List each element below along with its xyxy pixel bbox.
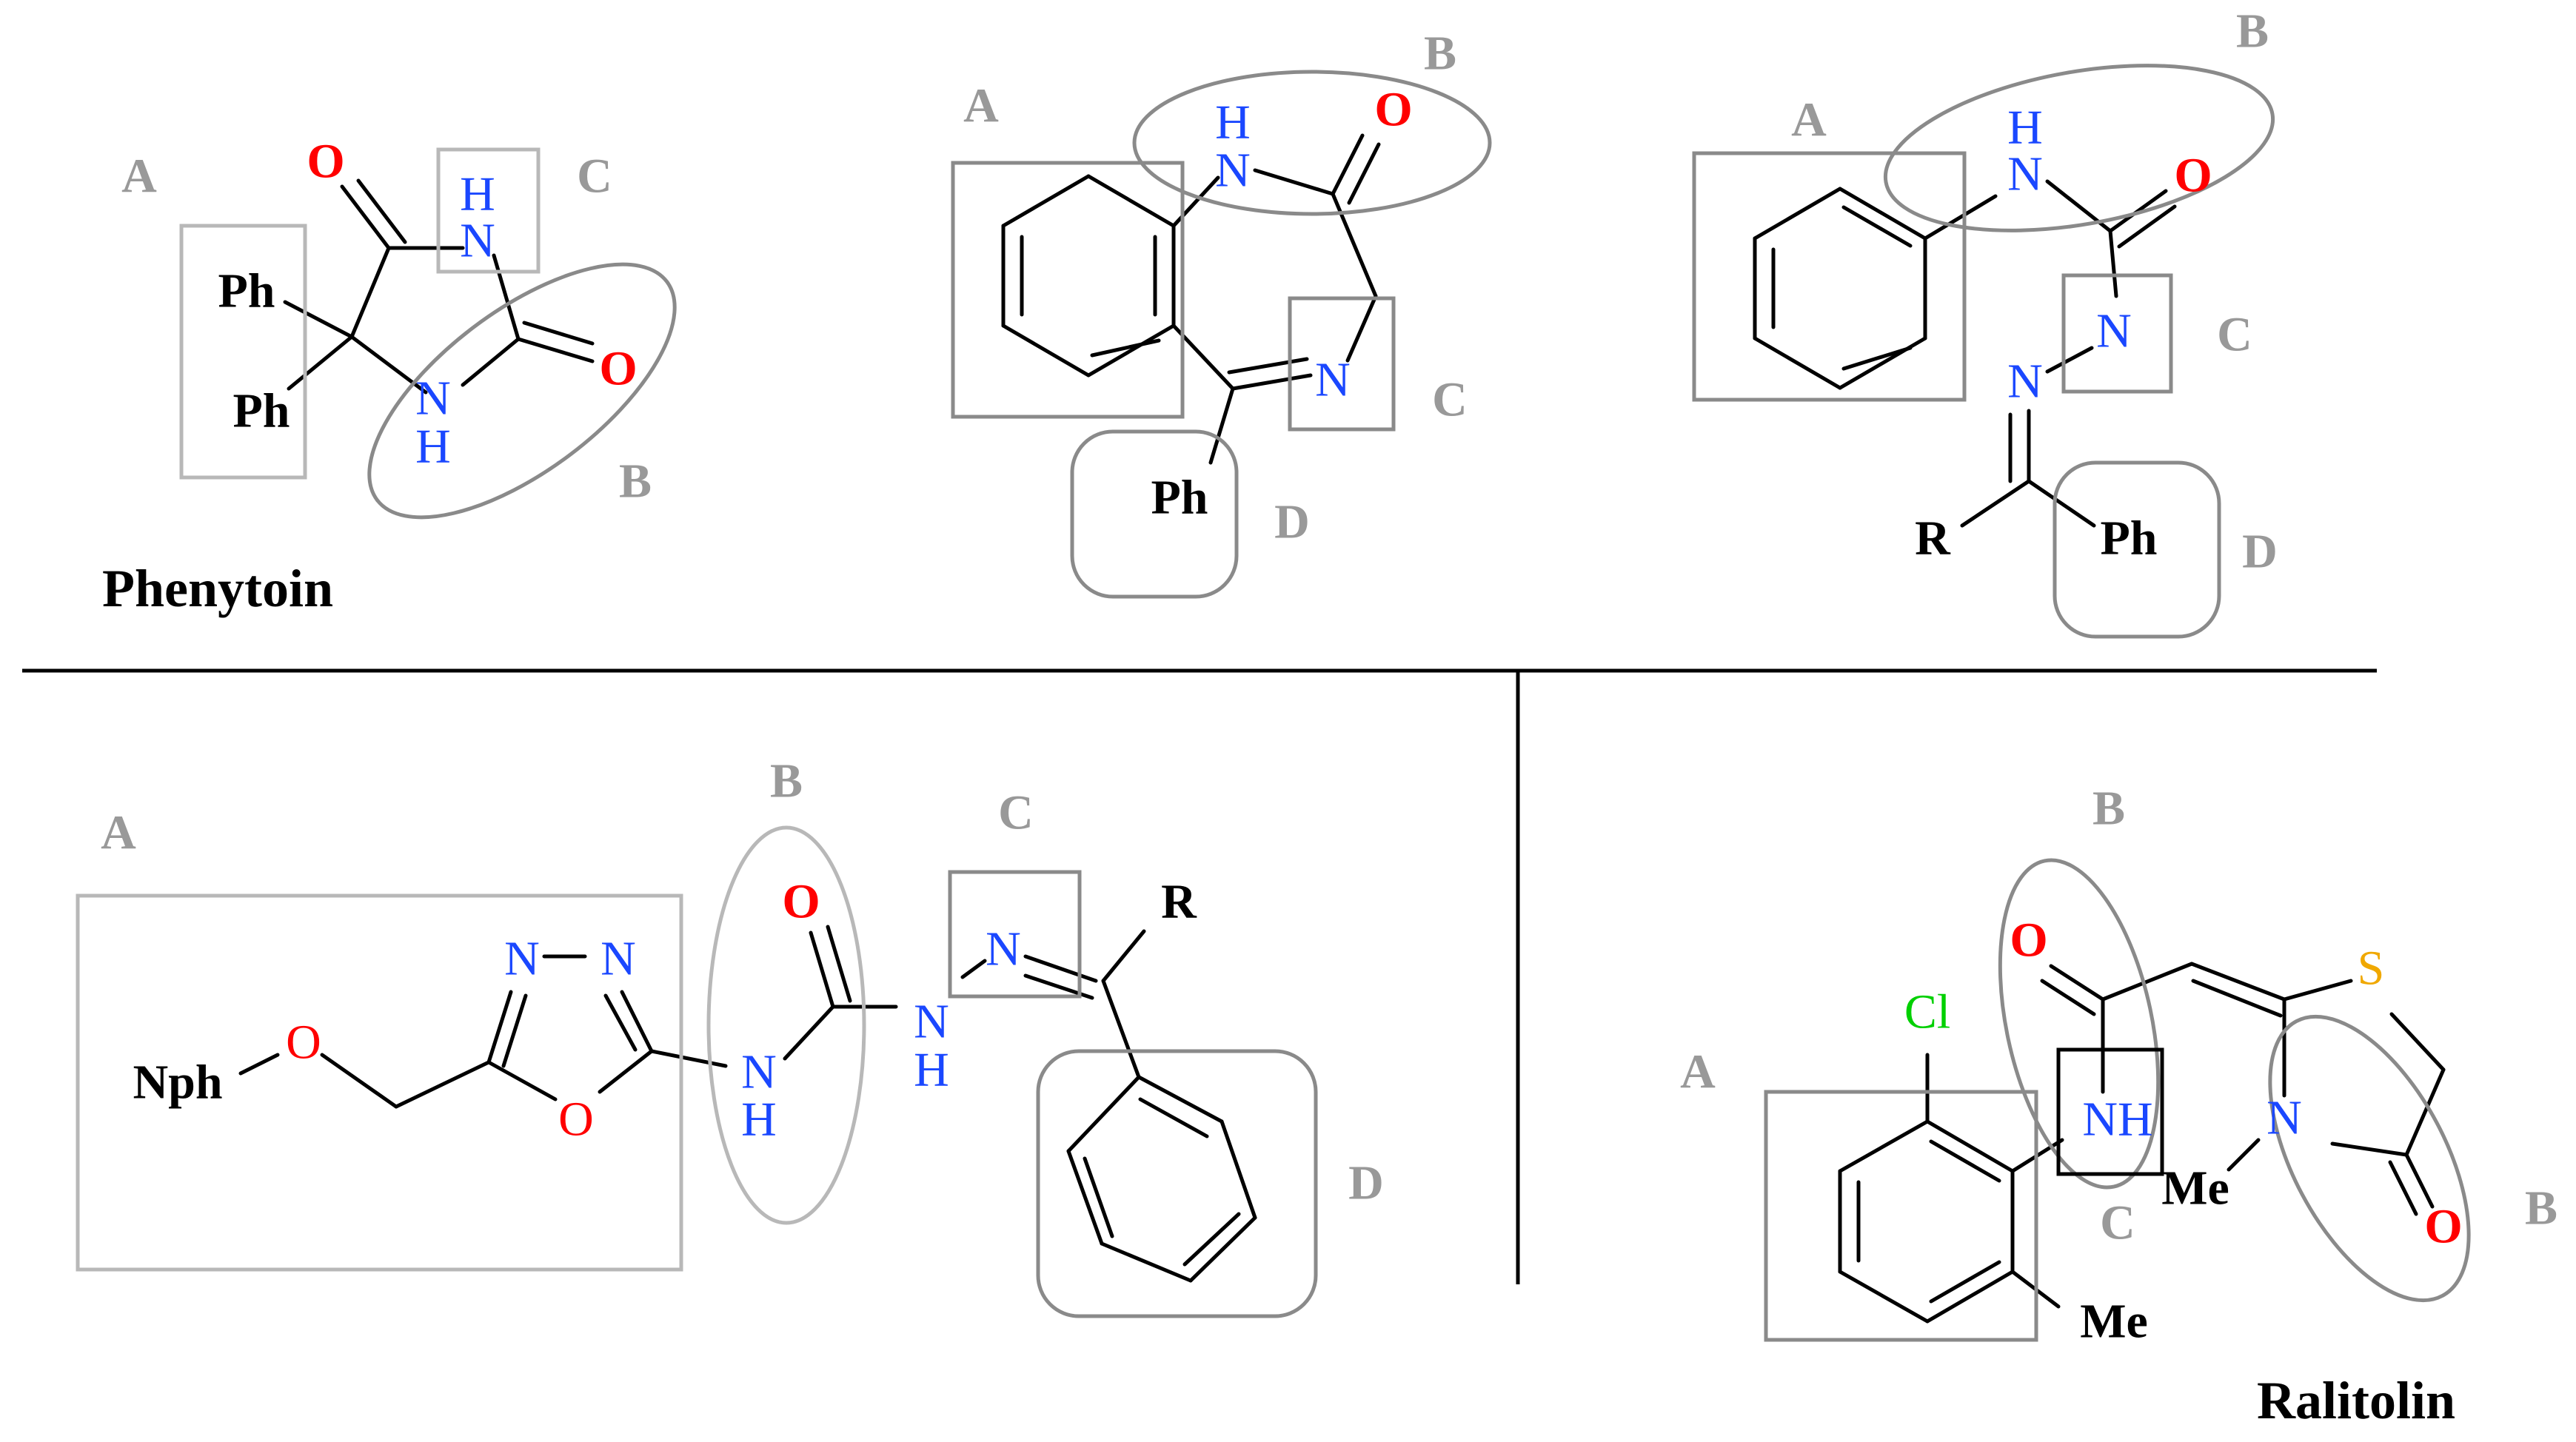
- semicarbazone-label-c: C: [2217, 308, 2252, 362]
- ralitolin-s: S: [2358, 942, 2385, 996]
- semicarbazone-label-d: D: [2242, 525, 2278, 579]
- semicarbazone-r: R: [1915, 512, 1951, 566]
- oxadiazole-label-a: A: [101, 806, 136, 860]
- phenytoin-o-1: O: [307, 135, 344, 189]
- phenytoin-box-a: [179, 224, 307, 480]
- phenytoin-structure: O H N O N H Ph Ph A C B Phenytoin: [102, 135, 677, 618]
- phenytoin-label-a: A: [121, 150, 157, 204]
- semicarbazone-label-b: B: [2236, 4, 2269, 58]
- phenytoin-box-c: [436, 147, 541, 274]
- benzodiazepine-label-b: B: [1424, 27, 1456, 81]
- ralitolin-me-2: Me: [2161, 1161, 2229, 1215]
- ralitolin-o-2: O: [2424, 1200, 2462, 1254]
- phenytoin-h-2: H: [415, 420, 451, 474]
- benzodiazepine-box-a: [951, 161, 1185, 419]
- benzodiazepine-structure: H N O N Ph A B C D: [951, 27, 1492, 599]
- semicarbazone-box-a: [1692, 151, 1967, 402]
- semicarbazone-structure: H N O N N R Ph A B C D: [1692, 4, 2278, 639]
- oxadiazole-r: R: [1161, 875, 1197, 929]
- oxadiazole-o-1: O: [286, 1016, 321, 1070]
- oxadiazole-h-2: H: [914, 1043, 949, 1097]
- phenytoin-ellipse-b: [367, 262, 677, 520]
- benzodiazepine-h: H: [1215, 95, 1251, 150]
- benzodiazepine-ph: Ph: [1151, 471, 1208, 525]
- phenytoin-o-2: O: [599, 342, 637, 396]
- ralitolin-label-b-1: B: [2092, 782, 2125, 836]
- semicarbazone-label-a: A: [1791, 93, 1827, 147]
- semicarbazone-ph: Ph: [2100, 512, 2157, 566]
- phenytoin-label-b: B: [619, 455, 652, 509]
- ralitolin-n: N: [2266, 1091, 2302, 1145]
- oxadiazole-ellipse-b: [706, 825, 866, 1225]
- ralitolin-box-c: [2056, 1047, 2164, 1176]
- ralitolin-ellipse-b-2: [2268, 1014, 2471, 1303]
- semicarbazone-o: O: [2174, 149, 2212, 203]
- benzodiazepine-label-d: D: [1274, 495, 1310, 549]
- phenytoin-label-c: C: [577, 150, 612, 204]
- oxadiazole-label-b: B: [770, 754, 803, 808]
- ralitolin-o-1: O: [2010, 913, 2047, 968]
- phenytoin-ph-1: Ph: [218, 264, 275, 318]
- oxadiazole-o-2: O: [558, 1093, 594, 1147]
- ralitolin-cl: Cl: [1904, 985, 1950, 1039]
- semicarbazone-n-2: N: [2096, 304, 2132, 358]
- semicarbazone-ellipse-b: [1883, 64, 2275, 232]
- phenytoin-ph-2: Ph: [232, 384, 290, 438]
- ralitolin-structure: Cl Me NH O S N Me O A B C B Ralitolin: [1680, 782, 2557, 1431]
- phenytoin-name: Phenytoin: [102, 559, 333, 618]
- benzodiazepine-n-1: N: [1215, 144, 1251, 198]
- oxadiazole-n-1: N: [504, 932, 540, 986]
- phenytoin-h-1: H: [460, 167, 495, 221]
- oxadiazole-structure: Nph O N N O N H O N H N R A B C D: [76, 754, 1384, 1318]
- ralitolin-ellipse-b-1: [1998, 858, 2161, 1190]
- oxadiazole-n-5: N: [986, 922, 1021, 976]
- ralitolin-box-a: [1764, 1090, 2038, 1342]
- ralitolin-name: Ralitolin: [2257, 1371, 2455, 1430]
- benzodiazepine-o: O: [1374, 83, 1412, 137]
- benzodiazepine-box-d: [1070, 429, 1239, 599]
- phenytoin-n-2: N: [415, 372, 451, 426]
- ralitolin-label-a: A: [1680, 1045, 1716, 1099]
- oxadiazole-n-2: N: [600, 932, 636, 986]
- ralitolin-nh: NH: [2082, 1093, 2152, 1147]
- semicarbazone-n-3: N: [2007, 355, 2043, 409]
- benzodiazepine-n-2: N: [1315, 353, 1351, 407]
- semicarbazone-n-1: N: [2007, 147, 2043, 201]
- oxadiazole-nph: Nph: [133, 1056, 222, 1110]
- ralitolin-me-1: Me: [2080, 1295, 2148, 1349]
- phenytoin-n-1: N: [460, 214, 495, 268]
- benzodiazepine-label-c: C: [1432, 373, 1468, 427]
- oxadiazole-label-c: C: [998, 786, 1034, 840]
- semicarbazone-box-c: [2061, 273, 2173, 394]
- oxadiazole-h-1: H: [741, 1093, 777, 1147]
- oxadiazole-box-c: [948, 870, 1082, 999]
- benzodiazepine-box-c: [1288, 296, 1396, 432]
- oxadiazole-n-4: N: [914, 995, 949, 1049]
- oxadiazole-box-a: [76, 893, 683, 1272]
- oxadiazole-label-d: D: [1348, 1156, 1384, 1210]
- ralitolin-label-c: C: [2100, 1196, 2135, 1250]
- oxadiazole-n-3: N: [741, 1045, 777, 1099]
- semicarbazone-h: H: [2007, 101, 2043, 155]
- benzodiazepine-ellipse-b: [1132, 70, 1492, 216]
- benzodiazepine-label-a: A: [963, 79, 999, 133]
- semicarbazone-box-d: [2053, 460, 2221, 639]
- oxadiazole-box-d: [1036, 1049, 1318, 1318]
- oxadiazole-o-3: O: [782, 875, 820, 929]
- ralitolin-label-b-2: B: [2525, 1181, 2557, 1235]
